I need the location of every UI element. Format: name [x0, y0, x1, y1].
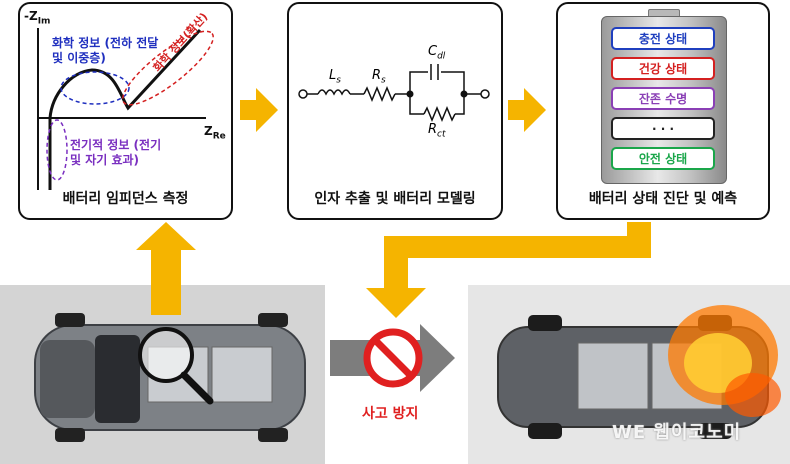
wheel-fr [528, 423, 562, 439]
terminal-right [480, 89, 490, 99]
forbidden-slash [372, 337, 414, 379]
state-soh: 건강 상태 [611, 57, 715, 80]
cdl-text: C [428, 44, 438, 59]
state-soh-label: 건강 상태 [638, 62, 688, 76]
axis-x-label: ZRe [204, 124, 226, 144]
watermark: WE 웹이코노미 [612, 418, 741, 444]
fire-core [684, 333, 752, 393]
resistor-rct [423, 106, 456, 122]
modeling-caption: 인자 추출 및 배터리 모델링 [314, 191, 476, 207]
axis-y-sub: Im [37, 16, 51, 27]
magnifier-handle [180, 371, 214, 405]
rear-wheel-2 [258, 428, 288, 442]
wheel-rr [698, 423, 732, 439]
elec-info-line2: 및 자기 효과) [70, 153, 140, 167]
axis-y-label: -ZIm [24, 9, 50, 29]
axis-x-text: Z [204, 124, 213, 138]
ev-car-illustration [34, 313, 306, 442]
elec-info-ellipse [46, 119, 68, 181]
chem-info-ellipse [60, 71, 130, 105]
state-soc-label: 충전 상태 [638, 32, 688, 46]
state-more-label: · · · [651, 121, 675, 136]
car-cabin [95, 335, 140, 423]
front-wheel [55, 313, 85, 327]
burning-car-photo [468, 285, 790, 464]
wheel-fl [528, 315, 562, 331]
arrow-right-2 [508, 88, 546, 132]
axis-y-text: -Z [24, 9, 38, 23]
arrow-up [136, 222, 196, 315]
elec-info-label: 전기적 정보 (전기 및 자기 효과) [70, 138, 161, 168]
state-sos-label: 안전 상태 [638, 152, 688, 166]
cdl-sub: dl [437, 51, 446, 62]
modeling-panel: 인자 추출 및 배터리 모델링 [287, 2, 503, 220]
rct-label: Rct [428, 122, 446, 143]
rear-wheel [258, 313, 288, 327]
diagnosis-caption: 배터리 상태 진단 및 예측 [588, 191, 738, 207]
ls-text: L [329, 68, 337, 83]
chem-info-label: 화학 정보 (전하 전달 및 이중층) [52, 36, 158, 66]
rs-sub: s [381, 75, 386, 86]
rs-label: Rs [372, 68, 386, 89]
watermark-text: WE 웹이코노미 [612, 422, 742, 443]
arrow-elbow [366, 222, 651, 318]
impedance-caption: 배터리 임피던스 측정 [62, 191, 189, 207]
rct-text: R [428, 122, 438, 137]
ls-label: Ls [329, 68, 341, 89]
inductor [317, 89, 351, 96]
rs-text: R [372, 68, 382, 83]
state-rul: 잔존 수명 [611, 87, 715, 110]
chem-info-line2: 및 이중층) [52, 51, 106, 65]
fire-flare [725, 373, 781, 417]
rct-sub: ct [437, 129, 446, 140]
car-engine-bay [40, 340, 95, 418]
ls-sub: s [336, 75, 341, 86]
prevent-label: 사고 방지 [362, 406, 419, 422]
chassis-battery-1 [577, 342, 649, 410]
front-wheel-2 [55, 428, 85, 442]
resistor-rs [363, 86, 396, 102]
state-more: · · · [611, 117, 715, 140]
elec-info-line1: 전기적 정보 (전기 [70, 138, 162, 152]
battery-pack-2 [211, 346, 273, 403]
state-rul-label: 잔존 수명 [638, 92, 688, 106]
axis-x-sub: Re [212, 131, 226, 142]
arrow-right-1 [240, 88, 278, 132]
state-sos: 안전 상태 [611, 147, 715, 170]
diff-info-ellipse [122, 30, 214, 106]
magnifier-lens [138, 327, 194, 383]
state-soc: 충전 상태 [611, 27, 715, 50]
chem-info-line1: 화학 정보 (전하 전달 [52, 36, 159, 50]
cdl-label: Cdl [428, 44, 445, 65]
impedance-panel: 배터리 임피던스 측정 [18, 2, 233, 220]
burning-car-illustration [497, 305, 781, 439]
